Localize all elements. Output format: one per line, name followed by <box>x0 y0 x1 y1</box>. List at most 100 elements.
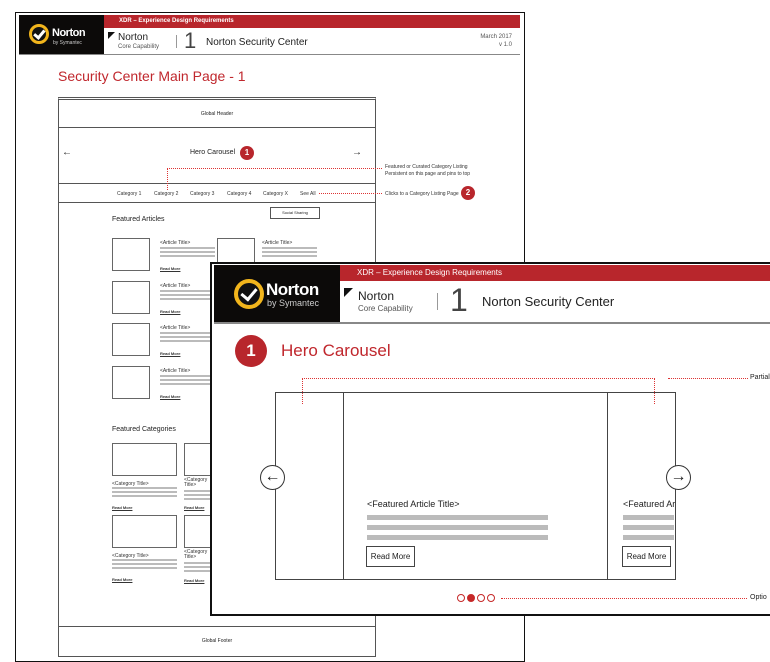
article-thumb <box>112 366 150 399</box>
product-sub: Core Capability <box>358 304 413 313</box>
text-bar <box>623 535 674 540</box>
slide-title-partial: <Featured Ar <box>623 499 676 509</box>
category-title: <Category Title> <box>112 553 149 559</box>
read-more-label: Read More <box>626 552 667 561</box>
wire-category-4[interactable]: Category 4 <box>227 191 252 197</box>
article-thumb <box>112 323 150 356</box>
wire-category-x[interactable]: Category X <box>263 191 289 197</box>
note-featured: Featured or Curated Category Listing <box>385 164 468 170</box>
norton-check-icon <box>29 24 49 44</box>
article-title: <Article Title> <box>160 283 191 289</box>
section-heading: Hero Carousel <box>281 341 391 360</box>
wire-global-header: Global Header <box>58 100 376 128</box>
category-thumb <box>112 515 177 548</box>
featured-articles-heading: Featured Articles <box>112 216 165 223</box>
slide-title: <Featured Article Title> <box>367 499 460 509</box>
section-number: 1 <box>450 282 468 318</box>
wire-category-2[interactable]: Category 2 <box>154 191 179 197</box>
read-more-link[interactable]: Read More <box>184 505 205 510</box>
text-bar <box>160 247 215 249</box>
text-bar <box>367 535 548 540</box>
wire-arrow-left[interactable]: ← <box>62 147 72 158</box>
read-more-link[interactable]: Read More <box>112 577 133 582</box>
note-badge: 2 <box>461 186 475 200</box>
wire-category-1[interactable]: Category 1 <box>117 191 142 197</box>
featured-categories-heading: Featured Categories <box>112 426 176 433</box>
carousel-next-arrow[interactable]: → <box>666 465 691 490</box>
read-more-link[interactable]: Read More <box>112 505 133 510</box>
product-name-text: Norton <box>358 289 395 303</box>
wire-category-3[interactable]: Category 3 <box>190 191 215 197</box>
note-clicks: Clicks to a Category Listing Page <box>385 191 459 197</box>
annotation-line <box>668 378 748 379</box>
text-bar <box>623 525 674 530</box>
page-title: Security Center Main Page - 1 <box>58 68 246 84</box>
annotation-line <box>302 378 655 379</box>
text-bar <box>160 332 215 334</box>
read-more-button[interactable]: Read More <box>622 546 671 567</box>
carousel-prev-slide[interactable] <box>343 392 344 580</box>
global-header-label: Global Header <box>200 111 234 117</box>
norton-logo: Norton by Symantec <box>214 265 340 322</box>
doc-date: March 2017 <box>480 34 512 40</box>
corner-icon <box>108 32 115 39</box>
text-bar <box>112 491 177 493</box>
pagination-dot[interactable] <box>487 594 495 602</box>
category-title: <Category Title> <box>184 549 208 560</box>
pagination-dot[interactable] <box>477 594 485 602</box>
text-bar <box>112 567 177 569</box>
text-bar <box>367 525 548 530</box>
read-more-link[interactable]: Read More <box>160 394 181 399</box>
annotation-line <box>167 168 382 169</box>
article-thumb <box>112 281 150 314</box>
annotation-line <box>167 168 168 190</box>
divider <box>176 35 177 48</box>
front-page: Norton by Symantec XDR – Experience Desi… <box>210 262 770 616</box>
text-bar <box>160 375 215 377</box>
text-bar <box>262 251 317 253</box>
annotation-line <box>319 193 382 194</box>
hero-badge: 1 <box>240 146 254 160</box>
article-title: <Article Title> <box>262 240 293 246</box>
text-bar <box>160 290 215 292</box>
doc-banner: XDR – Experience Design Requirements <box>104 15 520 28</box>
wire-category-bar <box>58 183 376 203</box>
header-rule <box>214 322 770 324</box>
text-bar <box>367 515 548 520</box>
wire-see-all[interactable]: See All <box>300 191 316 197</box>
section-number: 1 <box>184 28 197 53</box>
corner-icon <box>344 288 353 297</box>
hero-badge: 1 <box>235 335 267 367</box>
text-bar <box>623 515 674 520</box>
read-more-link[interactable]: Read More <box>160 266 181 271</box>
text-bar <box>112 495 177 497</box>
category-thumb <box>112 443 177 476</box>
article-title: <Article Title> <box>160 325 191 331</box>
read-more-label: Read More <box>370 552 411 561</box>
wire-arrow-right[interactable]: → <box>352 147 362 158</box>
annotation-line <box>302 378 303 404</box>
note-partial: Partial <box>750 374 770 381</box>
article-thumb <box>112 238 150 271</box>
read-more-link[interactable]: Read More <box>184 578 205 583</box>
text-bar <box>160 336 215 338</box>
pagination-dot[interactable] <box>457 594 465 602</box>
text-bar <box>112 487 177 489</box>
text-bar <box>160 255 215 257</box>
logo-sub: by Symantec <box>53 40 82 46</box>
social-sharing-button[interactable]: Social Sharing <box>270 207 320 219</box>
read-more-button[interactable]: Read More <box>366 546 415 567</box>
doc-banner: XDR – Experience Design Requirements <box>340 265 770 281</box>
read-more-link[interactable]: Read More <box>160 351 181 356</box>
carousel-prev-arrow[interactable]: ← <box>260 465 285 490</box>
carousel-next-slide[interactable] <box>607 392 608 580</box>
read-more-link[interactable]: Read More <box>160 309 181 314</box>
category-title: <Category Title> <box>112 481 149 487</box>
category-title: <Category Title> <box>184 477 208 488</box>
text-bar <box>160 340 215 342</box>
pagination-dot[interactable] <box>467 594 475 602</box>
text-bar <box>262 255 317 257</box>
note-optional: Optio <box>750 594 767 601</box>
annotation-line <box>501 598 747 599</box>
text-bar <box>112 559 177 561</box>
